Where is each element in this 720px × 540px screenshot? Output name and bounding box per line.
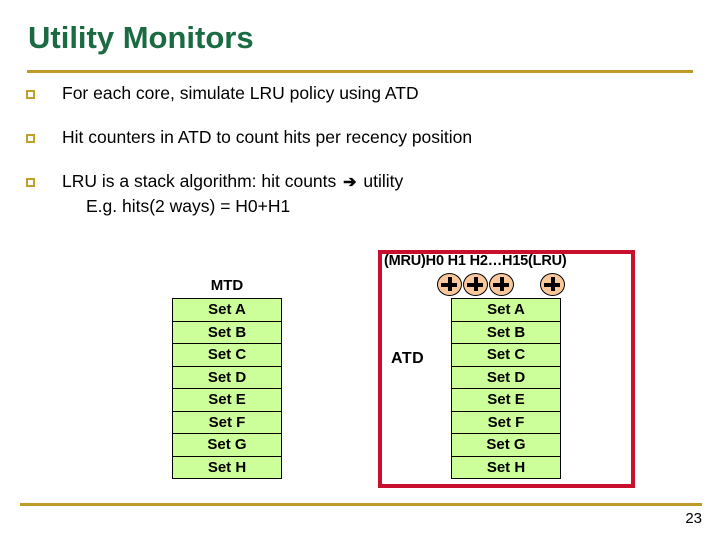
mtd-set-row: Set C — [173, 344, 281, 367]
bullet-item-3: LRU is a stack algorithm: hit counts ➔ u… — [24, 170, 684, 218]
mru-lru-header-label: (MRU)H0 H1 H2…H15(LRU) — [384, 253, 567, 269]
adder-h1-icon — [463, 273, 488, 296]
mtd-set-row: Set F — [173, 411, 281, 434]
atd-group: Set A Set B Set C Set D Set E Set F Set … — [451, 298, 561, 479]
bullet-item-1-label: For each core, simulate LRU policy using… — [62, 83, 419, 103]
mtd-set-row: Set G — [173, 434, 281, 457]
bullet-item-2-label: Hit counters in ATD to count hits per re… — [62, 127, 473, 147]
mtd-set-row: Set D — [173, 366, 281, 389]
mtd-set-row: Set A — [173, 299, 281, 322]
title-divider — [27, 70, 693, 73]
footer-divider — [20, 503, 702, 506]
atd-set-row: Set G — [452, 434, 560, 457]
mtd-set-row: Set E — [173, 389, 281, 412]
bullet-item-3-label: LRU is a stack algorithm: hit counts ➔ u… — [62, 170, 684, 194]
right-arrow-icon: ➔ — [343, 174, 357, 191]
adder-h0-icon — [437, 273, 462, 296]
mtd-label: MTD — [210, 277, 244, 294]
atd-set-row: Set H — [452, 456, 560, 479]
adder-h15-icon — [540, 273, 565, 296]
bullet-item-3-text-after: utility — [358, 171, 404, 191]
atd-set-row: Set E — [452, 389, 560, 412]
atd-set-row: Set F — [452, 411, 560, 434]
page-title: Utility Monitors — [28, 20, 254, 55]
square-bullet-icon — [26, 134, 35, 143]
atd-label: ATD — [391, 350, 425, 367]
bullet-item-1: For each core, simulate LRU policy using… — [24, 82, 684, 112]
atd-set-row: Set A — [452, 299, 560, 322]
atd-boundary-box — [378, 250, 635, 488]
mtd-set-row: Set B — [173, 321, 281, 344]
adder-h2-icon — [489, 273, 514, 296]
bullet-item-3-subline: E.g. hits(2 ways) = H0+H1 — [86, 196, 291, 216]
atd-set-row: Set B — [452, 321, 560, 344]
atd-set-row: Set D — [452, 366, 560, 389]
atd-set-row: Set C — [452, 344, 560, 367]
square-bullet-icon — [26, 178, 35, 187]
square-bullet-icon — [26, 90, 35, 99]
bullet-item-2: Hit counters in ATD to count hits per re… — [24, 126, 684, 156]
mtd-set-table: Set A Set B Set C Set D Set E Set F Set … — [172, 298, 282, 479]
mtd-set-row: Set H — [173, 456, 281, 479]
bullet-list: For each core, simulate LRU policy using… — [24, 82, 684, 232]
mtd-group: MTD Set A Set B Set C Set D Set E Set F … — [172, 276, 282, 479]
page-number: 23 — [685, 510, 702, 527]
atd-set-table: Set A Set B Set C Set D Set E Set F Set … — [451, 298, 561, 479]
bullet-item-3-text-before: LRU is a stack algorithm: hit counts — [62, 171, 342, 191]
